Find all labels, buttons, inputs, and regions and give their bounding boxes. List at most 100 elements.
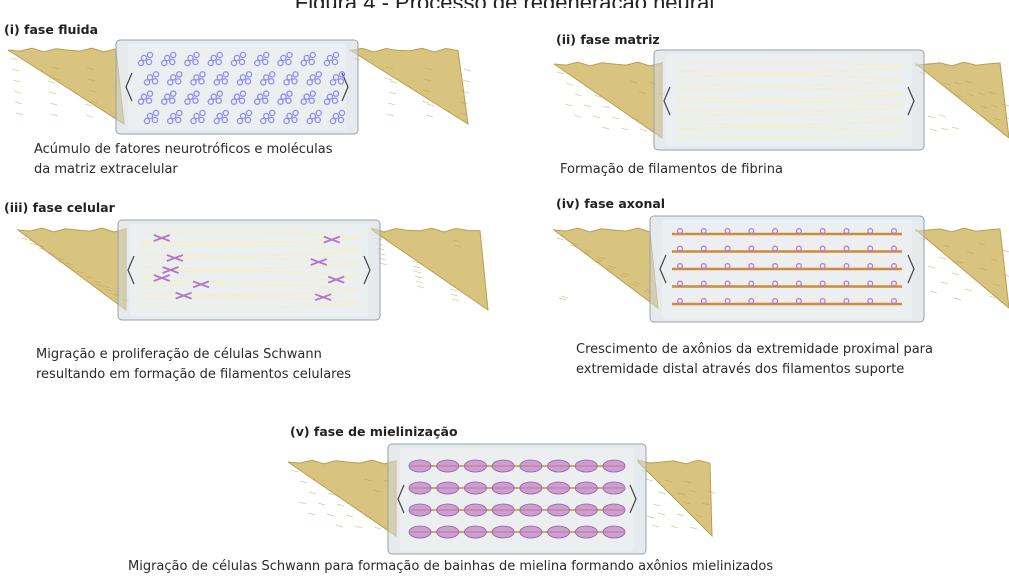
nerve-conduit-illustration-axonal <box>554 214 1009 324</box>
nerve-texture <box>388 103 395 105</box>
nerve-texture <box>557 238 564 240</box>
nerve-conduit-illustration-matrix <box>554 50 1009 150</box>
nerve-conduit-illustration-cellular <box>18 218 488 322</box>
nerve-texture <box>452 299 459 301</box>
proximal-nerve-stump <box>288 460 396 536</box>
nerve-texture <box>658 513 665 515</box>
myelin-sheath <box>464 460 486 472</box>
myelin-sheath <box>548 460 570 472</box>
myelin-sheath <box>492 460 514 472</box>
nerve-texture <box>952 273 959 275</box>
distal-nerve-stump <box>372 228 488 310</box>
myelin-sheath <box>409 460 431 472</box>
myelin-sheath <box>575 526 597 538</box>
nerve-texture <box>422 101 429 103</box>
nerve-texture <box>21 238 28 240</box>
nerve-texture <box>337 504 344 506</box>
nerve-texture <box>414 271 421 273</box>
nerve-texture <box>574 115 581 117</box>
nerve-texture <box>646 479 653 481</box>
nerve-texture <box>612 117 619 119</box>
myelin-sheath <box>409 482 431 494</box>
nerve-texture <box>939 115 946 117</box>
nerve-conduit-illustration-fluid <box>8 40 468 134</box>
nerve-texture <box>327 514 334 516</box>
nerve-texture <box>346 515 353 517</box>
nerve-texture <box>415 276 422 278</box>
myelin-sheath <box>548 526 570 538</box>
nerve-texture <box>690 527 697 529</box>
nerve-texture <box>930 129 937 131</box>
nerve-texture <box>941 282 948 284</box>
nerve-texture <box>385 78 392 80</box>
nerve-texture <box>387 114 394 116</box>
nerve-texture <box>336 525 343 527</box>
proximal-nerve-stump <box>18 228 126 310</box>
nerve-texture <box>450 289 457 291</box>
proximal-nerve-stump <box>554 228 658 308</box>
nerve-texture <box>566 83 573 85</box>
nerve-texture <box>954 298 961 300</box>
myelin-sheath <box>603 504 625 516</box>
nerve-texture <box>930 291 937 293</box>
nerve-texture <box>16 113 23 115</box>
myelin-sheath <box>464 504 486 516</box>
nerve-texture <box>15 102 22 104</box>
phase-label-cellular: (iii) fase celular <box>4 200 115 215</box>
nerve-texture <box>602 127 609 129</box>
nerve-texture <box>647 516 654 518</box>
caption-line: Formação de filamentos de fibrina <box>560 160 783 180</box>
phase-label-myelination: (v) fase de mielinização <box>290 424 458 439</box>
figure-title: Figura 4 - Processo de regeneração neura… <box>0 0 1009 8</box>
nerve-texture <box>451 294 458 296</box>
nerve-texture <box>584 105 591 107</box>
nerve-texture <box>653 504 660 506</box>
nerve-texture <box>86 115 93 117</box>
nerve-texture <box>575 94 582 96</box>
distal-nerve-stump <box>916 62 1009 138</box>
nerve-texture <box>941 128 948 130</box>
nerve-texture <box>952 127 959 129</box>
phase-label-axonal: (iv) fase axonal <box>556 196 665 211</box>
nerve-texture <box>416 281 423 283</box>
myelin-sheath <box>409 504 431 516</box>
nerve-texture <box>671 526 678 528</box>
myelin-sheath <box>520 526 542 538</box>
caption-line: extremidade distal através dos filamento… <box>576 360 933 380</box>
nerve-texture <box>11 58 18 60</box>
nerve-texture <box>309 492 316 494</box>
nerve-texture <box>677 514 684 516</box>
nerve-texture <box>308 513 315 515</box>
nerve-texture <box>14 91 21 93</box>
nerve-texture <box>318 503 325 505</box>
nerve-texture <box>355 526 362 528</box>
caption-line: Migração de células Schwann para formaçã… <box>128 557 773 577</box>
nerve-texture <box>427 104 434 106</box>
nerve-texture <box>603 106 610 108</box>
myelin-sheath <box>520 460 542 472</box>
myelin-sheath <box>492 526 514 538</box>
nerve-texture <box>413 266 420 268</box>
nerve-texture <box>557 72 564 74</box>
myelin-sheath <box>492 482 514 494</box>
nerve-texture <box>51 114 58 116</box>
conduit-lumen <box>130 224 368 316</box>
nerve-texture <box>928 116 935 118</box>
caption-myelination: Migração de células Schwann para formaçã… <box>128 557 773 577</box>
nerve-texture <box>640 129 647 131</box>
myelin-sheath <box>437 482 459 494</box>
myelin-sheath <box>520 504 542 516</box>
myelin-sheath <box>464 526 486 538</box>
conduit-lumen <box>666 54 912 146</box>
caption-matrix: Formação de filamentos de fibrina <box>560 160 783 180</box>
nerve-texture <box>49 92 56 94</box>
nerve-texture <box>374 527 381 529</box>
nerve-texture <box>559 298 566 300</box>
myelin-sheath <box>492 504 514 516</box>
myelin-sheath <box>520 482 542 494</box>
nerve-texture <box>300 481 307 483</box>
caption-cellular: Migração e proliferação de células Schwa… <box>36 345 351 385</box>
nerve-texture <box>463 80 470 82</box>
conduit-lumen <box>400 448 634 550</box>
nerve-texture <box>417 286 424 288</box>
